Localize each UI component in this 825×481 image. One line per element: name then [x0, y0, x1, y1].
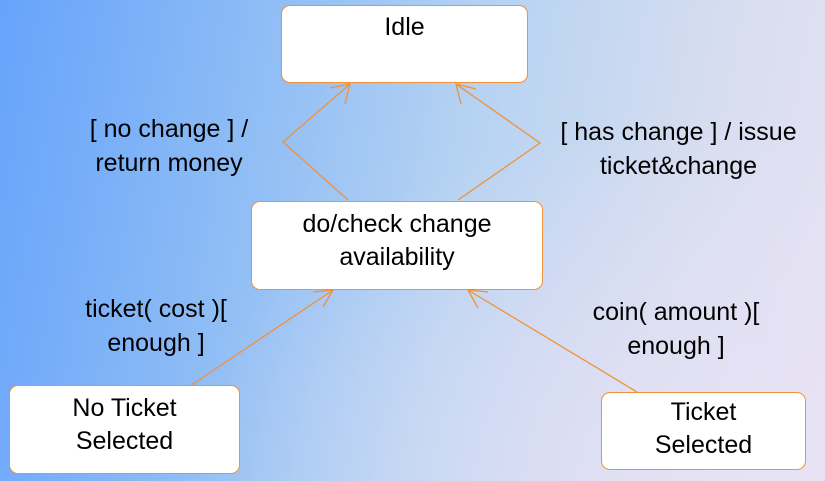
coin-amount-line-2: enough ]: [627, 332, 725, 360]
arrowhead-has-change: [455, 83, 477, 105]
state-no-ticket-line-2: Selected: [75, 427, 174, 455]
ticket-cost-line-2: enough ]: [107, 329, 205, 357]
transition-label-no-change: [ no change ] / return money: [54, 112, 284, 180]
edge-no-change: [282, 83, 351, 201]
transition-label-has-change: [ has change ] / issue ticket&change: [541, 115, 816, 183]
has-change-line-2: ticket&change: [599, 152, 758, 180]
no-change-line-2: return money: [95, 149, 243, 177]
state-ticket-line-2: Selected: [654, 431, 753, 459]
edge-ticket-cost: [189, 289, 334, 387]
state-no-ticket-selected: No Ticket Selected: [9, 385, 240, 474]
edge-has-change: [455, 83, 542, 201]
has-change-line-1: [ has change ] / issue: [560, 118, 797, 146]
state-check-line-1: do/check change: [302, 210, 492, 238]
state-check-line-2: availability: [339, 243, 455, 271]
state-check-change-availability: do/check change availability: [251, 201, 543, 290]
arrowhead-no-change: [329, 83, 351, 105]
state-idle-label: Idle: [384, 13, 425, 41]
no-change-line-1: [ no change ] /: [89, 115, 249, 143]
state-no-ticket-line-1: No Ticket: [72, 394, 177, 422]
coin-amount-line-1: coin( amount )[: [592, 298, 760, 326]
ticket-cost-line-1: ticket( cost )[: [85, 295, 227, 323]
transition-label-coin-amount: coin( amount )[ enough ]: [566, 295, 786, 363]
arrowhead-coin-amount: [466, 289, 489, 309]
arrowhead-ticket-cost: [312, 289, 335, 308]
transition-label-ticket-cost: ticket( cost )[ enough ]: [46, 292, 266, 360]
state-ticket-line-1: Ticket: [670, 398, 737, 426]
state-ticket-selected: Ticket Selected: [601, 392, 806, 470]
state-idle: Idle: [281, 5, 528, 83]
edge-coin-amount: [467, 289, 638, 393]
